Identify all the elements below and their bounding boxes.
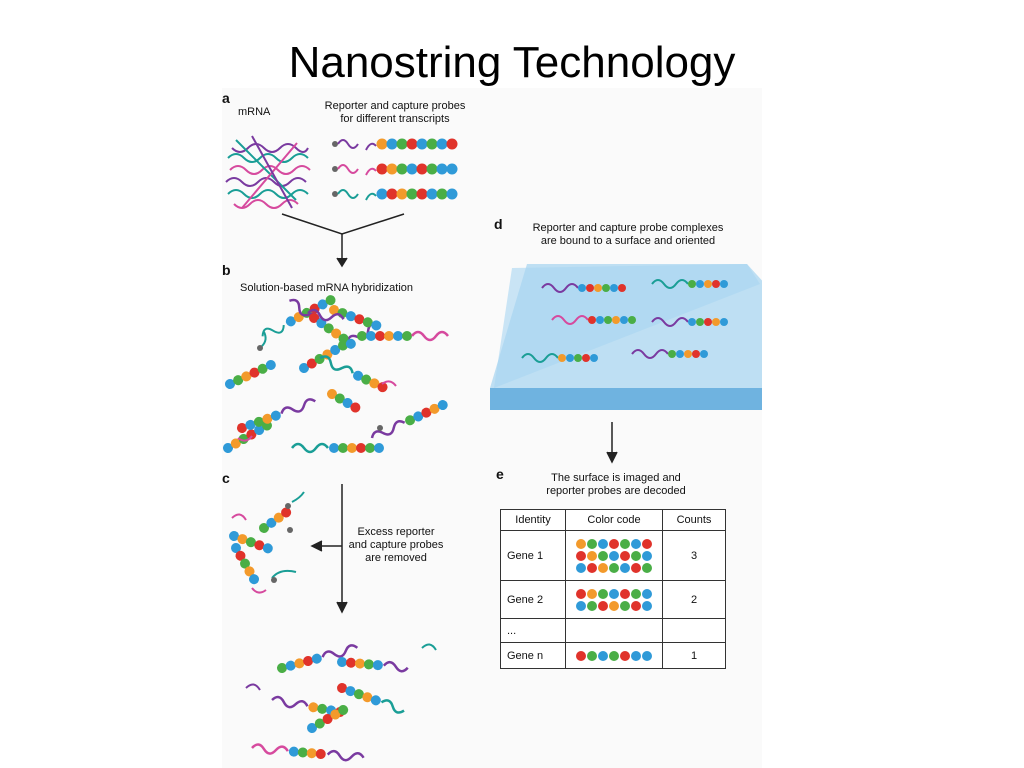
nanostring-figure: a mRNA Reporter and capture probes for d… bbox=[222, 88, 762, 768]
panel-e-letter: e bbox=[496, 466, 504, 482]
surface-complexes bbox=[521, 279, 728, 363]
hybridization-scene bbox=[223, 295, 449, 454]
probe-beads-row-2 bbox=[376, 163, 458, 175]
image-arrow bbox=[606, 422, 618, 464]
probe-beads-row-3 bbox=[376, 188, 458, 200]
removal-arrow bbox=[310, 484, 348, 614]
decode-caption-line-1: The surface is imaged and bbox=[551, 472, 681, 484]
decode-caption: The surface is imaged and reporter probe… bbox=[516, 472, 716, 498]
table-row: Gene n 1 bbox=[500, 642, 726, 669]
row-counts: 2 bbox=[662, 580, 726, 619]
header-counts: Counts bbox=[662, 509, 726, 531]
table-row: Gene 2 2 bbox=[500, 580, 726, 619]
hybridization-caption: Solution-based mRNA hybridization bbox=[240, 282, 414, 294]
table-row: ... bbox=[500, 618, 726, 643]
surface-caption-line-1: Reporter and capture probe complexes bbox=[532, 222, 724, 234]
removal-caption-line-1: Excess reporter bbox=[357, 526, 435, 538]
row-color-code bbox=[565, 580, 663, 619]
row-identity: Gene 2 bbox=[500, 580, 566, 619]
row-color-code bbox=[565, 618, 663, 643]
removal-caption: Excess reporter and capture probes are r… bbox=[346, 526, 446, 565]
merge-arrow bbox=[281, 213, 405, 268]
purified-complexes bbox=[245, 643, 437, 762]
mrna-label: mRNA bbox=[238, 106, 271, 118]
panel-d-letter: d bbox=[494, 216, 503, 232]
row-identity: Gene 1 bbox=[500, 530, 566, 581]
probes-caption-line-1: Reporter and capture probes bbox=[324, 100, 466, 112]
removal-caption-line-2: and capture probes bbox=[348, 539, 444, 551]
excess-probes bbox=[229, 491, 305, 594]
table-row: Gene 1 3 bbox=[500, 530, 726, 581]
panel-b-letter: b bbox=[222, 262, 231, 278]
row-counts bbox=[662, 618, 726, 643]
header-identity: Identity bbox=[500, 509, 566, 531]
removal-caption-line-3: are removed bbox=[365, 552, 427, 564]
row-color-code bbox=[565, 642, 663, 669]
figure-artwork bbox=[223, 135, 762, 762]
decode-table-header: Identity Color code Counts bbox=[500, 509, 726, 531]
panel-a-letter: a bbox=[222, 90, 230, 106]
probe-rows bbox=[332, 139, 377, 201]
probes-caption-line-2: for different transcripts bbox=[340, 113, 450, 125]
mrna-tangle bbox=[225, 135, 311, 209]
panel-c-letter: c bbox=[222, 470, 230, 486]
surface-caption-line-2: are bound to a surface and oriented bbox=[540, 235, 716, 247]
row-color-code bbox=[565, 530, 663, 581]
row-identity: ... bbox=[500, 618, 566, 643]
surface-caption: Reporter and capture probe complexes are… bbox=[508, 222, 748, 248]
decode-table: Identity Color code Counts Gene 1 3 Gene… bbox=[500, 509, 726, 669]
row-identity: Gene n bbox=[500, 642, 566, 669]
probes-caption: Reporter and capture probes for differen… bbox=[310, 100, 480, 126]
row-counts: 3 bbox=[662, 530, 726, 581]
slide-title: Nanostring Technology bbox=[288, 38, 736, 87]
header-color-code: Color code bbox=[565, 509, 663, 531]
row-counts: 1 bbox=[662, 642, 726, 669]
decode-caption-line-2: reporter probes are decoded bbox=[546, 485, 686, 497]
probe-beads-row-1 bbox=[376, 138, 458, 150]
